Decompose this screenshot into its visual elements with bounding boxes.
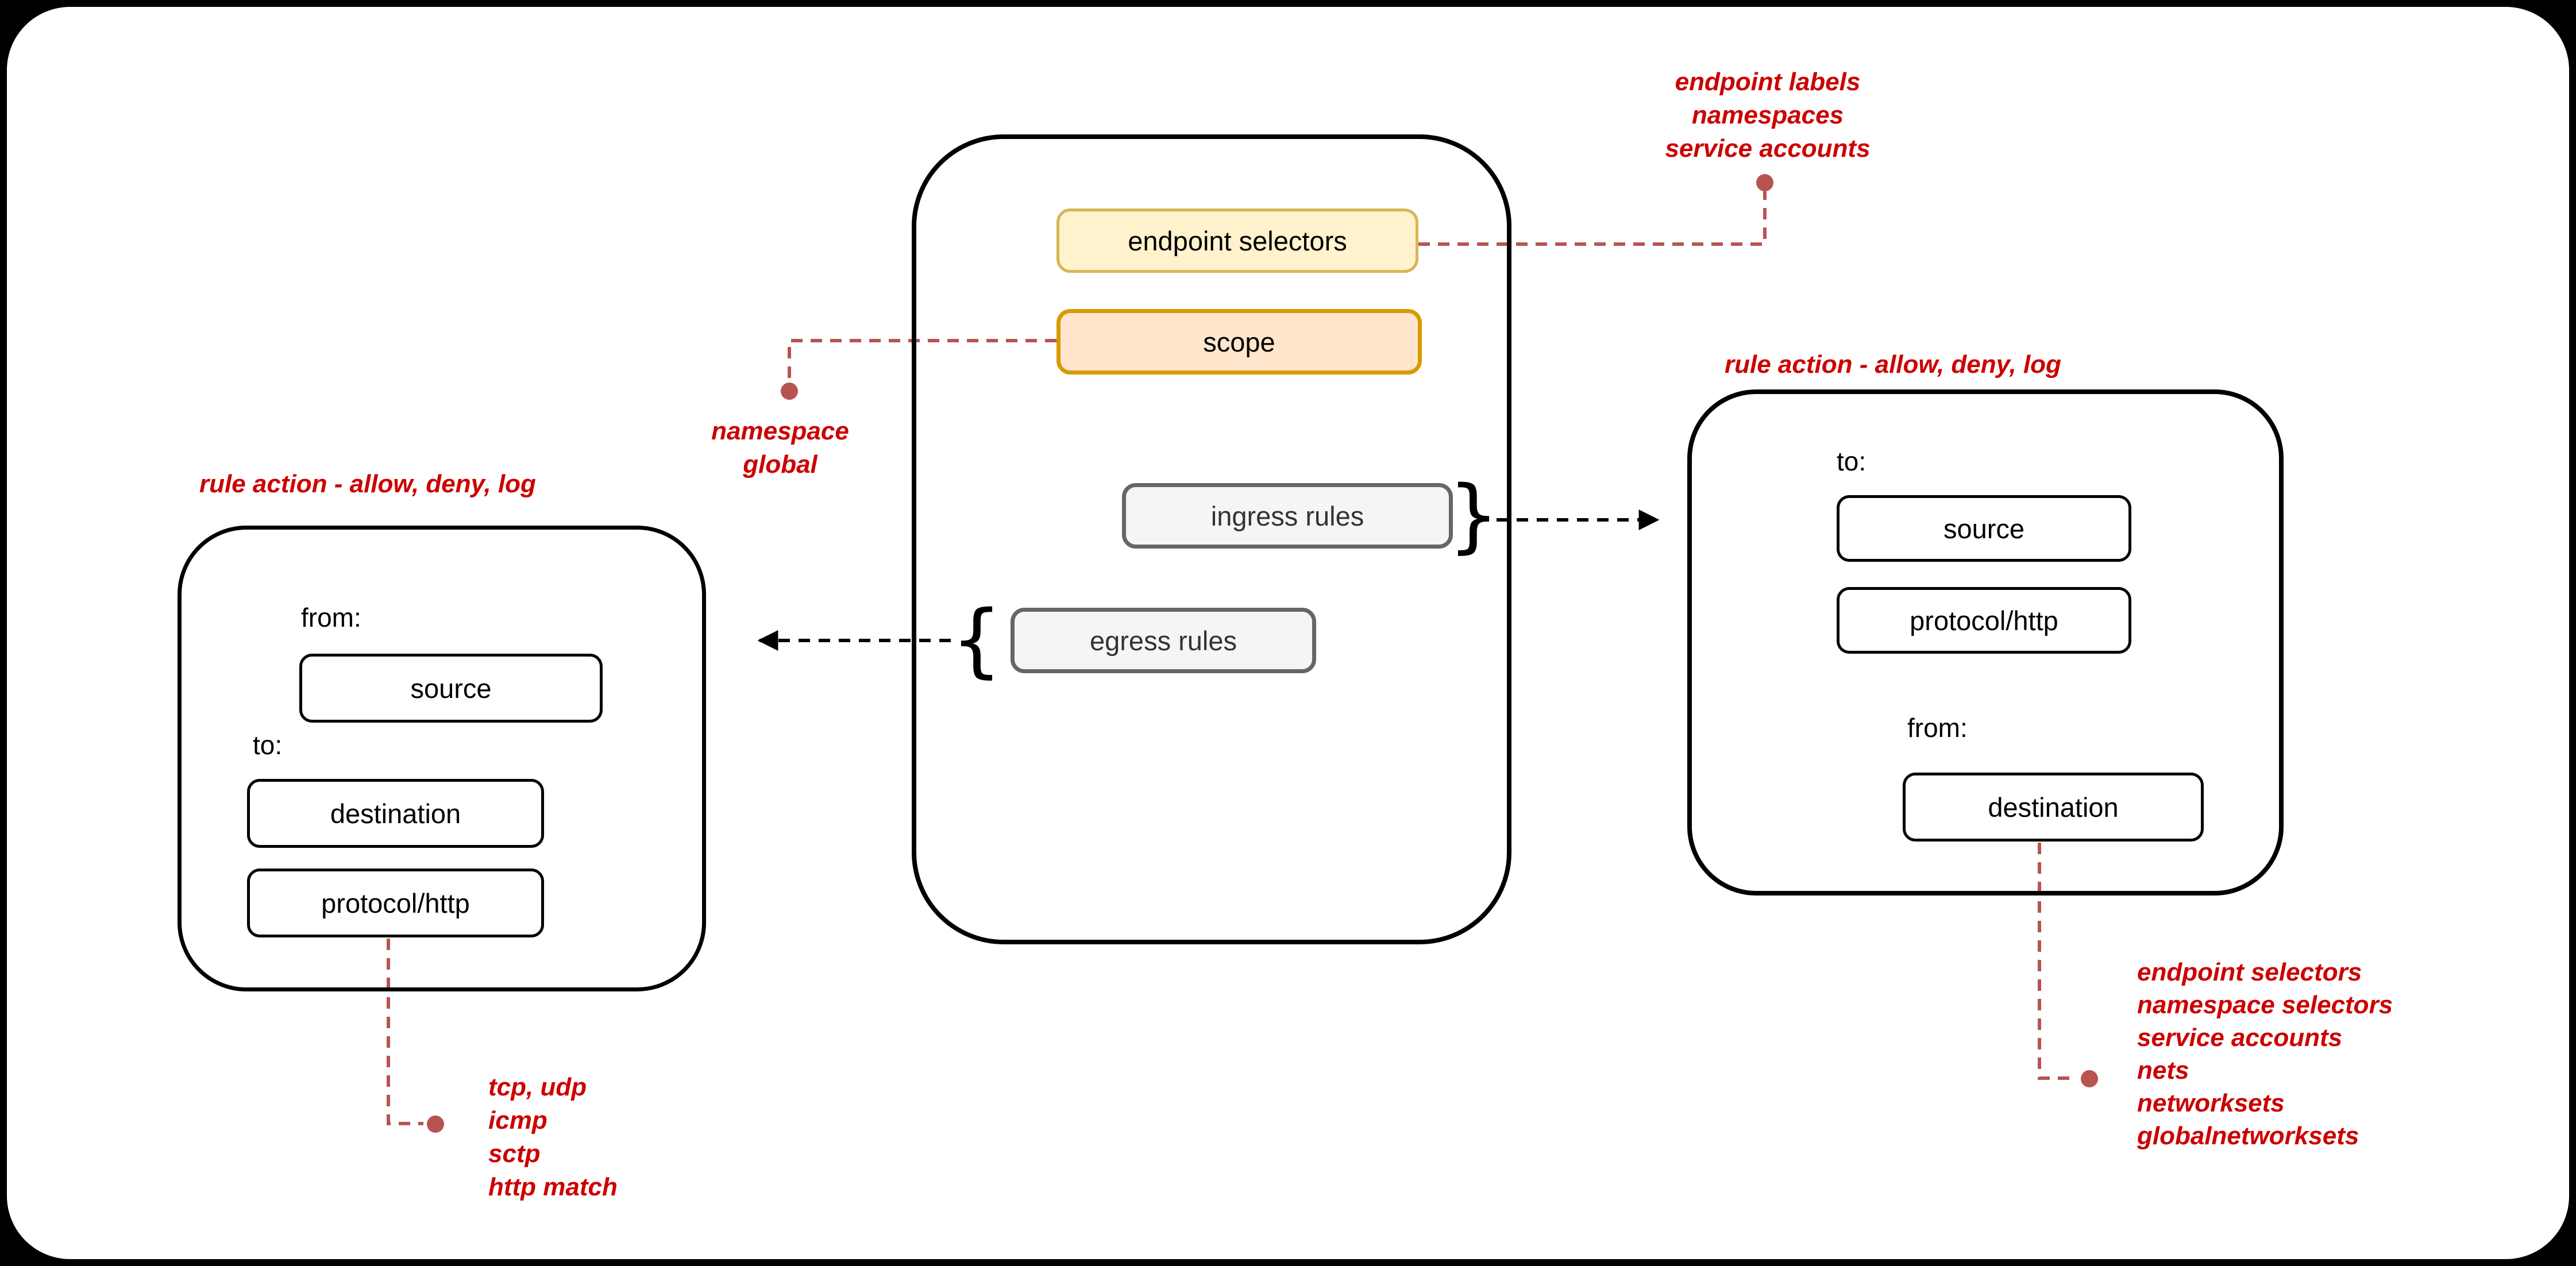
annotation-line: namespace: [711, 417, 849, 445]
left-to-label: to:: [253, 730, 283, 760]
annotation-line: global: [743, 450, 817, 478]
ingress-brace: }: [1448, 469, 1499, 562]
right-from-label: from:: [1907, 713, 1968, 743]
annotation-line: service accounts: [2137, 1024, 2343, 1052]
annotation-line: namespaces: [1691, 101, 1844, 129]
egress-rule-card: [178, 526, 706, 991]
left-destination-box: destination: [247, 779, 544, 848]
annotation-line: networksets: [2137, 1089, 2285, 1117]
right-to-label: to:: [1837, 446, 1867, 476]
ingress-rule-card: [1687, 389, 2284, 896]
annotation-line: tcp, udp: [488, 1073, 587, 1101]
scope-box: scope: [1056, 309, 1422, 375]
right-source-label: source: [1943, 513, 2025, 544]
policy-container: [912, 134, 1511, 944]
annotation-protocol-note: tcp, udp icmp sctp http match: [488, 1071, 618, 1204]
left-destination-label: destination: [330, 798, 461, 829]
scope-label: scope: [1203, 326, 1275, 357]
connector-dot-protocol: [427, 1116, 444, 1133]
left-protocol-http-label: protocol/http: [321, 887, 470, 918]
annotation-scope-note: namespace global: [665, 415, 895, 481]
connector-scope-note: [788, 339, 1056, 381]
right-rule-action-title: rule action - allow, deny, log: [1725, 350, 2061, 379]
left-protocol-http-box: protocol/http: [247, 869, 544, 937]
left-source-box: source: [299, 654, 603, 723]
egress-rules-label: egress rules: [1090, 625, 1237, 656]
right-source-box: source: [1837, 495, 2131, 562]
left-source-label: source: [410, 673, 492, 704]
right-destination-box: destination: [1903, 773, 2204, 842]
egress-rules-box: egress rules: [1011, 608, 1316, 673]
right-protocol-http-box: protocol/http: [1837, 587, 2131, 654]
right-protocol-http-label: protocol/http: [1910, 605, 2058, 636]
annotation-line: service accounts: [1665, 134, 1871, 163]
egress-brace: {: [951, 593, 1002, 687]
annotation-line: globalnetworksets: [2137, 1122, 2359, 1150]
annotation-destination-note: endpoint selectors namespace selectors s…: [2137, 956, 2393, 1152]
annotation-line: sctp: [488, 1140, 541, 1168]
ingress-rules-label: ingress rules: [1210, 500, 1364, 531]
annotation-line: endpoint selectors: [2137, 958, 2362, 986]
annotation-line: icmp: [488, 1106, 547, 1134]
connector-dot-scope: [781, 383, 798, 400]
connector-dot-destination: [2081, 1070, 2098, 1087]
endpoint-selectors-label: endpoint selectors: [1128, 225, 1347, 256]
connector-destination-note: [2038, 843, 2075, 1080]
ingress-rules-box: ingress rules: [1122, 483, 1453, 549]
endpoint-selectors-box: endpoint selectors: [1056, 209, 1418, 273]
annotation-line: nets: [2137, 1056, 2189, 1084]
annotation-line: namespace selectors: [2137, 991, 2393, 1019]
annotation-line: http match: [488, 1173, 618, 1201]
left-rule-action-title: rule action - allow, deny, log: [199, 470, 536, 498]
left-from-label: from:: [301, 603, 361, 632]
annotation-line: endpoint labels: [1675, 68, 1861, 96]
annotation-endpoint-selectors-note: endpoint labels namespaces service accou…: [1595, 65, 1940, 165]
right-destination-label: destination: [1988, 792, 2119, 823]
connector-endpoint-selectors-note: [1418, 191, 1767, 246]
connector-dot-endpoint-selectors: [1756, 174, 1773, 191]
connector-protocol-note: [387, 939, 423, 1125]
